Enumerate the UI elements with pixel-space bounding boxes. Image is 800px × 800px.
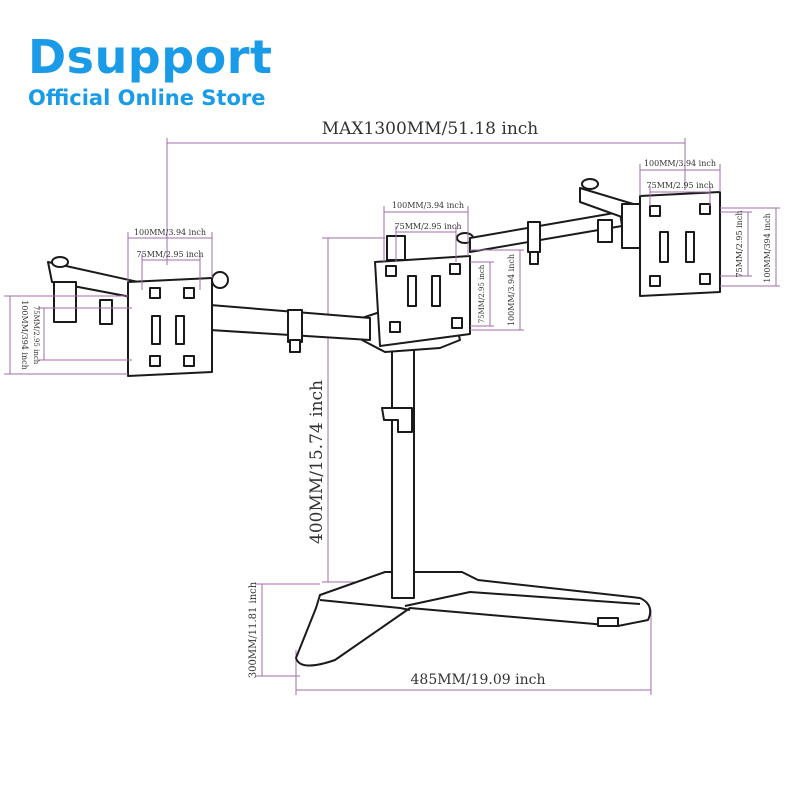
stand [47, 178, 721, 667]
center-vesa-100-label: 100MM/3.94 inch [392, 201, 464, 210]
brand-tagline: Official Online Store [28, 86, 266, 110]
left-vesa-75-vertical-label: 75MM/2.95 inch [32, 306, 40, 365]
left-vesa-plate [127, 277, 213, 377]
right-vesa-75-vertical-label: 75MM/2.95 inch [735, 211, 744, 278]
base-width-label: 485MM/19.09 inch [411, 672, 546, 688]
right-vesa-75-label: 75MM/2.95 inch [647, 181, 714, 190]
right-arm-clip [527, 221, 541, 253]
max-width-dimension [166, 138, 686, 265]
cable-clip [381, 407, 413, 433]
left-arm-clip [287, 309, 303, 343]
brand-name: Dsupport [28, 30, 273, 84]
right-vesa-100-label: 100MM/3.94 inch [644, 159, 716, 168]
center-vesa-dimensions [383, 206, 524, 331]
left-vesa-100-vertical-label: 100MM/394 inch [20, 300, 29, 370]
base-foot [597, 617, 619, 627]
center-vesa-100-vertical-label: 100MM/3.94 inch [507, 254, 516, 326]
right-vesa-100-vertical-label: 100MM/394 inch [763, 213, 772, 283]
left-vesa-dimensions [4, 232, 213, 375]
pole [391, 329, 415, 599]
right-vesa-plate [639, 191, 721, 297]
base-depth-dimension [256, 583, 320, 677]
base-plate [295, 571, 652, 667]
height-label: 400MM/15.74 inch [307, 380, 327, 544]
center-vesa-75-label: 75MM/2.95 inch [395, 222, 462, 231]
max-width-label: MAX1300MM/51.18 inch [322, 119, 539, 139]
height-dimension [322, 237, 385, 583]
left-vesa-100-label: 100MM/3.94 inch [134, 228, 206, 237]
center-vesa-plate [374, 255, 471, 347]
left-vesa-75-label: 75MM/2.95 inch [137, 250, 204, 259]
base-depth-label: 300MM/11.81 inch [248, 581, 259, 678]
left-joint [53, 281, 77, 323]
center-vesa-75-vertical-label: 75MM/2.95 inch [478, 264, 486, 323]
right-vesa-dimensions [639, 164, 780, 287]
